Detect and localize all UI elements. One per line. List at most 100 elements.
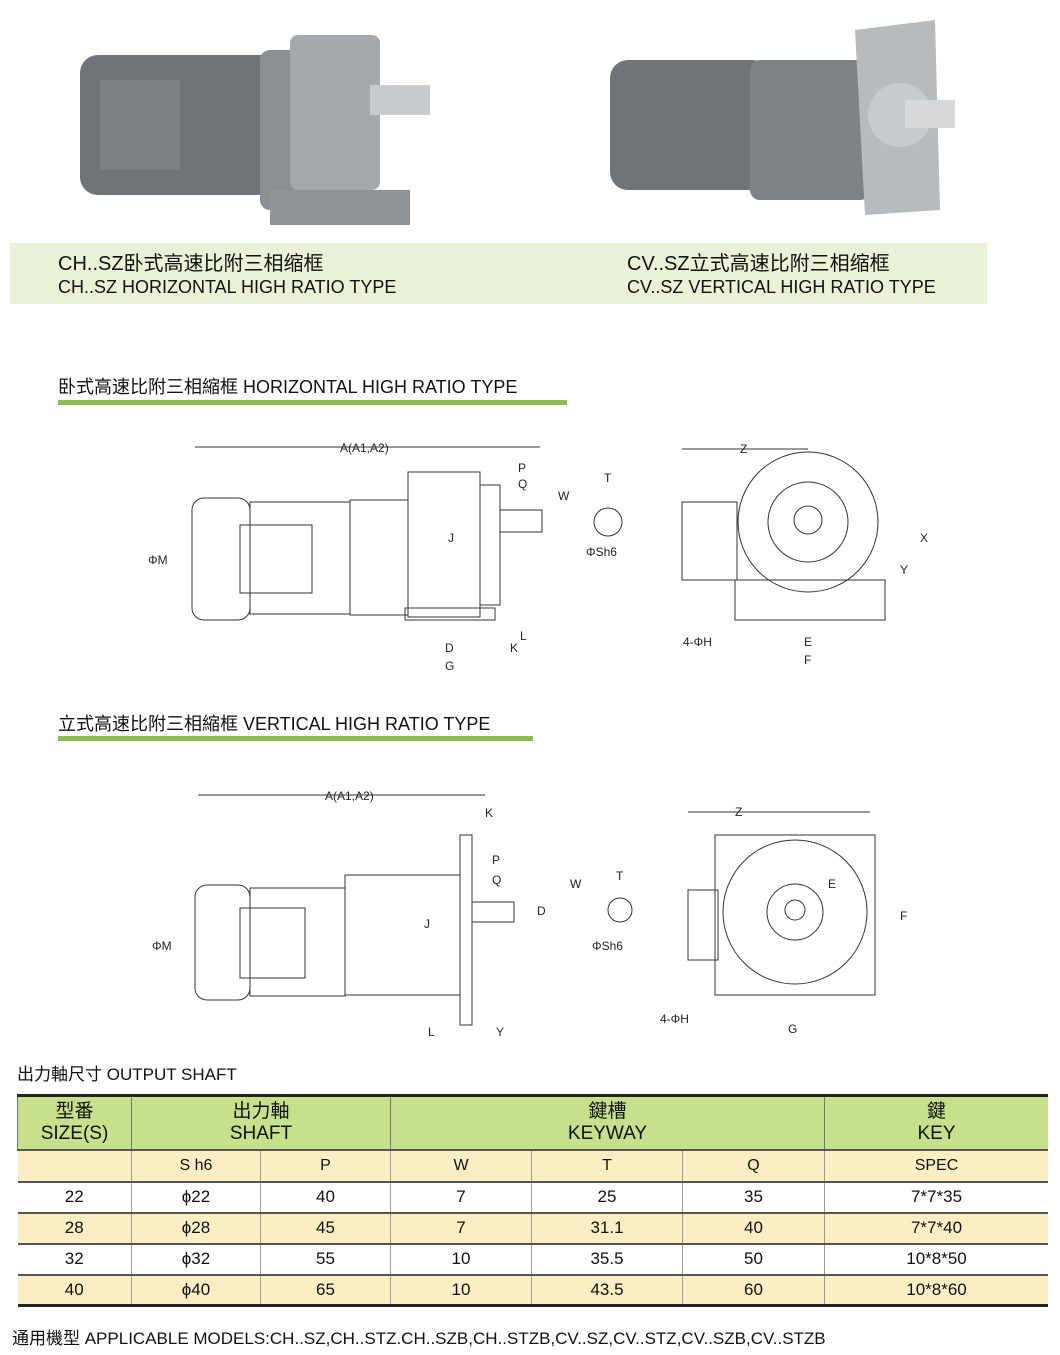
section-underline: [58, 736, 533, 741]
table-cell: 50: [682, 1242, 825, 1275]
output-shaft-title: 出力軸尺寸 OUTPUT SHAFT: [17, 1065, 237, 1084]
label: 鍵: [926, 1100, 946, 1122]
label: 4-ΦH: [683, 635, 712, 649]
label: G: [788, 1022, 797, 1036]
table-cell: ϕ40: [131, 1273, 261, 1307]
table-cell: S h6: [131, 1148, 261, 1182]
table-cell: 65: [260, 1273, 391, 1307]
table-cell: ϕ22: [131, 1180, 261, 1213]
label: Y: [900, 563, 908, 577]
label: P: [492, 853, 500, 867]
label: K: [485, 806, 493, 820]
label: Z: [740, 442, 747, 456]
table-cell: 43.5: [531, 1273, 683, 1307]
label: KEYWAY: [567, 1122, 648, 1144]
label: Q: [518, 477, 527, 491]
horizontal-motor-photo: [80, 35, 430, 225]
section-title-vertical: 立式高速比附三相縮框 VERTICAL HIGH RATIO TYPE: [58, 714, 491, 734]
label: KEY: [917, 1122, 956, 1144]
table-cell: 7: [390, 1211, 532, 1244]
label: A(A1,A2): [340, 441, 389, 455]
caption-cn: CV..SZ立式高速比附三相缩框: [627, 253, 890, 275]
label: ΦM: [148, 553, 168, 567]
label: F: [804, 653, 811, 667]
label: E: [804, 635, 812, 649]
label: Y: [496, 1025, 504, 1039]
label: Z: [735, 805, 742, 819]
table-cell: 35.5: [531, 1242, 683, 1275]
table-cell: 10: [390, 1273, 532, 1307]
vertical-motor-photo: [610, 20, 955, 215]
table-cell: 7*7*40: [824, 1211, 1048, 1244]
table-cell: ϕ28: [131, 1211, 261, 1244]
label: 4-ΦH: [660, 1012, 689, 1026]
label: J: [424, 917, 430, 931]
label: Q: [492, 873, 501, 887]
table-cell: 22: [17, 1180, 132, 1213]
table-cell: SPEC: [824, 1148, 1048, 1182]
table-cell: W: [390, 1148, 532, 1182]
label: J: [448, 531, 454, 545]
label: W: [570, 877, 582, 891]
label: 鍵槽: [588, 1100, 627, 1122]
table-cell: 40: [260, 1180, 391, 1213]
label: D: [445, 641, 454, 655]
label: D: [537, 904, 546, 918]
table-cell: 7*7*35: [824, 1180, 1048, 1213]
table-cell: T: [531, 1148, 683, 1182]
section-underline: [58, 400, 567, 405]
label: ΦSh6: [586, 545, 617, 559]
label: A(A1,A2): [325, 789, 374, 803]
vertical-dimension-drawing: A(A1,A2) K P Q J D ΦM L Y W T ΦSh6 Z E F…: [152, 789, 907, 1039]
table-cell: 40: [17, 1273, 132, 1307]
table-cell: P: [260, 1148, 391, 1182]
caption-cn: CH..SZ卧式高速比附三相缩框: [58, 253, 324, 275]
label: T: [616, 869, 624, 883]
table-cell: 25: [531, 1180, 683, 1213]
label: W: [558, 489, 570, 503]
label: K: [510, 641, 518, 655]
section-title-horizontal: 卧式高速比附三相縮框 HORIZONTAL HIGH RATIO TYPE: [58, 377, 518, 397]
horizontal-dimension-drawing: A(A1,A2) ΦM J P Q D G K L W T ΦSh6 Z X Y…: [148, 441, 928, 673]
table-cell: 7: [390, 1180, 532, 1213]
table-cell: 32: [17, 1242, 132, 1275]
label: L: [520, 629, 527, 643]
caption-band: [10, 243, 987, 304]
caption-en: CH..SZ HORIZONTAL HIGH RATIO TYPE: [58, 277, 397, 297]
label: ΦSh6: [592, 939, 623, 953]
label: F: [900, 909, 907, 923]
label: E: [828, 877, 836, 891]
table-cell: 45: [260, 1211, 391, 1244]
label: ΦM: [152, 939, 172, 953]
table-cell: 60: [682, 1273, 825, 1307]
product-caption-horizontal: CH..SZ卧式高速比附三相缩框 CH..SZ HORIZONTAL HIGH …: [58, 252, 396, 298]
table-cell: Q: [682, 1148, 825, 1182]
label: P: [518, 461, 526, 475]
label: X: [920, 531, 928, 545]
label: 型番: [55, 1100, 94, 1122]
label: SHAFT: [229, 1122, 293, 1144]
caption-en: CV..SZ VERTICAL HIGH RATIO TYPE: [627, 277, 936, 297]
applicable-models: 通用機型 APPLICABLE MODELS:CH..SZ,CH..STZ.CH…: [12, 1329, 826, 1348]
label: G: [445, 659, 454, 673]
label: 出力軸: [232, 1100, 290, 1122]
table-cell: 31.1: [531, 1211, 683, 1244]
table-cell: 55: [260, 1242, 391, 1275]
table-cell: [17, 1148, 132, 1182]
table-cell: 10*8*60: [824, 1273, 1048, 1307]
label: T: [604, 471, 612, 485]
table-cell: ϕ32: [131, 1242, 261, 1275]
table-cell: 40: [682, 1211, 825, 1244]
label: L: [428, 1025, 435, 1039]
